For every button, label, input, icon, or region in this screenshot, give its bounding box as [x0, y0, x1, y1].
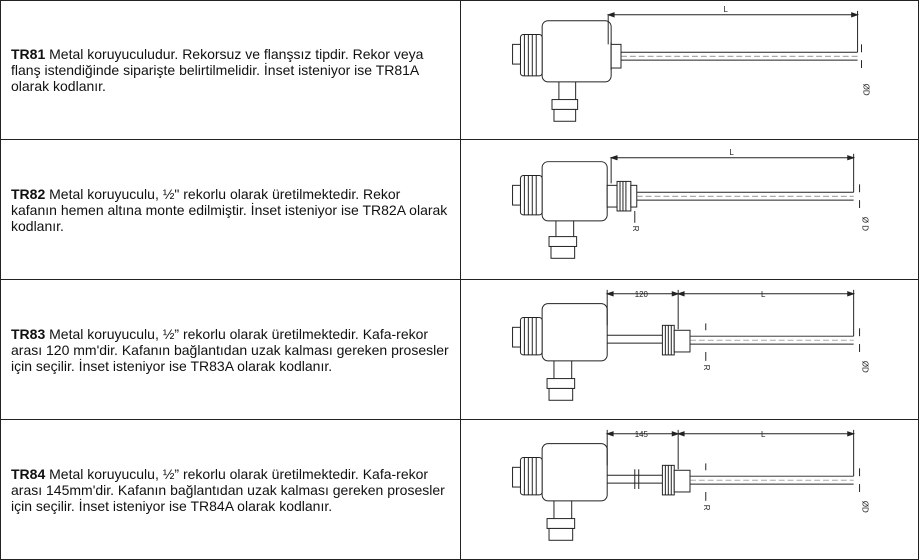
description-paragraph: TR83 Metal koruyuculu, ½” rekorlu olarak… [1, 326, 460, 374]
connection-head [512, 303, 608, 401]
length-label: L [724, 5, 729, 14]
sheath-tube [690, 475, 854, 485]
product-description: TR81 Metal koruyuculudur. Rekorsuz ve fl… [1, 1, 461, 139]
sheath-tube [610, 43, 858, 69]
thread-label: R [702, 505, 711, 511]
length-label: L [761, 290, 766, 299]
product-description: TR82 Metal koruyuculu, ½" rekorlu olarak… [1, 140, 461, 279]
thread-fitting [661, 464, 691, 496]
thermocouple-drawing: L ØD [512, 5, 870, 122]
thread-label: R [631, 226, 640, 232]
description-paragraph: TR84 Metal koruyuculu, ½” rekorlu olarak… [1, 466, 460, 514]
dimension-length [606, 10, 860, 53]
product-row-tr84: TR84 Metal koruyuculu, ½” rekorlu olarak… [0, 419, 919, 560]
technical-drawing-tr83: 120 L ØD R [462, 280, 918, 419]
thermocouple-drawing: 145 L ØD R [512, 429, 870, 541]
extension-tube [607, 334, 663, 344]
description-paragraph: TR81 Metal koruyuculudur. Rekorsuz ve fl… [1, 46, 460, 94]
thermocouple-drawing: 120 L ØD R [512, 289, 870, 401]
description-text: Metal koruyuculudur. Rekorsuz ve flanşsı… [11, 46, 424, 94]
diameter-label: Ø D [861, 217, 870, 231]
product-row-tr83: TR83 Metal koruyuculu, ½” rekorlu olarak… [0, 279, 919, 420]
product-code: TR82 [11, 185, 46, 202]
length-label: L [729, 148, 734, 157]
description-text: Metal koruyuculu, ½” rekorlu olarak üret… [11, 325, 449, 374]
dimension-diameter [705, 463, 861, 501]
dimension-diameter [705, 323, 861, 361]
technical-drawing-tr82: L Ø D R [462, 140, 918, 279]
thread-fitting [606, 180, 638, 212]
extension-label: 120 [635, 290, 649, 299]
dimension-length [676, 289, 856, 337]
dimension-diameter [634, 184, 861, 223]
sheath-tube [690, 335, 854, 345]
product-row-tr81: TR81 Metal koruyuculudur. Rekorsuz ve fl… [0, 0, 919, 140]
diameter-label: ØD [861, 84, 870, 96]
length-label: L [761, 430, 766, 439]
thread-fitting [661, 324, 691, 356]
product-description: TR84 Metal koruyuculu, ½” rekorlu olarak… [1, 420, 461, 559]
description-paragraph: TR82 Metal koruyuculu, ½" rekorlu olarak… [1, 186, 460, 234]
description-text: Metal koruyuculu, ½” rekorlu olarak üret… [11, 465, 445, 514]
product-code: TR84 [11, 465, 46, 482]
product-code: TR81 [11, 46, 46, 62]
diameter-label: ØD [861, 501, 870, 513]
dimension-extension [605, 289, 680, 330]
product-description: TR83 Metal koruyuculu, ½” rekorlu olarak… [1, 280, 461, 419]
sheath-tube [636, 191, 854, 201]
technical-drawing-tr81: L ØD [462, 1, 918, 139]
dimension-length [676, 429, 856, 477]
extension-tube [607, 469, 663, 490]
extension-label: 145 [635, 430, 649, 439]
connection-head [512, 443, 608, 541]
thermocouple-drawing: L Ø D R [512, 148, 870, 259]
dimension-extension [605, 429, 680, 470]
product-code: TR83 [11, 325, 46, 342]
product-row-tr82: TR82 Metal koruyuculu, ½" rekorlu olarak… [0, 139, 919, 280]
diameter-label: ØD [861, 361, 870, 373]
thread-label: R [702, 365, 711, 371]
connection-head [512, 161, 608, 259]
description-text: Metal koruyuculu, ½" rekorlu olarak üret… [11, 185, 448, 234]
dimension-length [609, 153, 856, 193]
technical-drawing-tr84: 145 L ØD R [462, 420, 918, 559]
connection-head [512, 20, 612, 122]
